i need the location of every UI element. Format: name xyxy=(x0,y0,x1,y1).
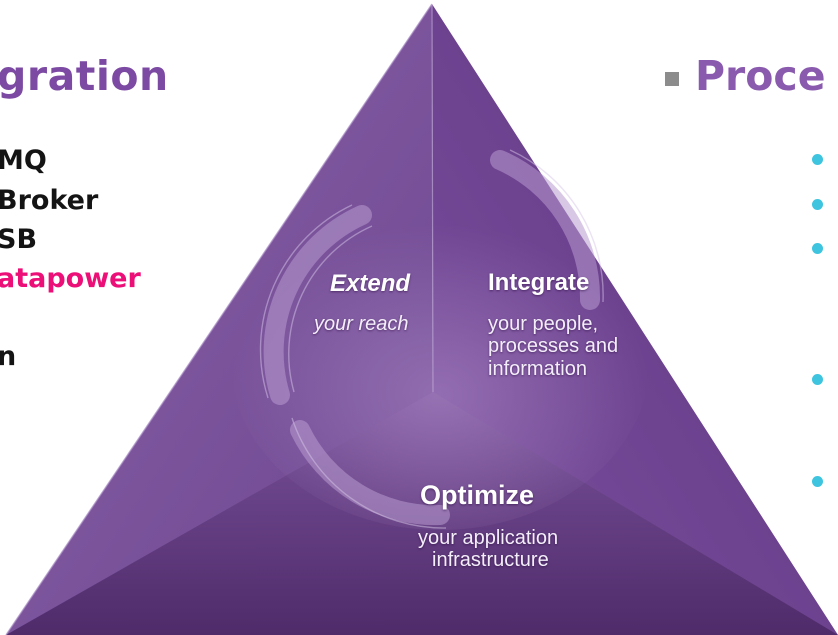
optimize-line-2: infrastructure xyxy=(432,549,549,571)
left-item-datapower: atapower xyxy=(0,263,141,294)
pyramid-glow xyxy=(230,190,650,530)
pyramid-edge-center xyxy=(431,3,434,393)
extend-subtitle: your reach xyxy=(314,313,409,335)
left-heading: gration xyxy=(0,52,169,100)
optimize-line-1: your application xyxy=(418,527,559,549)
bullet-dot-icon xyxy=(812,243,823,254)
optimize-title: Optimize xyxy=(420,480,535,510)
heading-bullet-icon xyxy=(665,72,679,86)
cycle-arrow-icon xyxy=(263,150,601,526)
bullet-dot-icon xyxy=(812,154,823,165)
bullet-dot-icon xyxy=(812,476,823,487)
left-item-mq: MQ xyxy=(0,145,47,176)
bullet-dot-icon xyxy=(812,199,823,210)
right-heading: Proce xyxy=(695,52,826,100)
cycle-arrow-outline xyxy=(259,149,604,529)
integrate-line-3: information xyxy=(488,358,587,380)
left-item-esb: SB xyxy=(0,224,38,255)
extend-title: Extend xyxy=(330,270,411,297)
integrate-title: Integrate xyxy=(488,269,590,296)
left-item-broker: Broker xyxy=(0,185,99,216)
left-item-last: n xyxy=(0,341,17,372)
pyramid-edge-left xyxy=(5,3,433,635)
bullet-dot-icon xyxy=(812,374,823,385)
integrate-line-2: processes and xyxy=(488,335,619,357)
integrate-line-1: your people, xyxy=(488,313,599,335)
